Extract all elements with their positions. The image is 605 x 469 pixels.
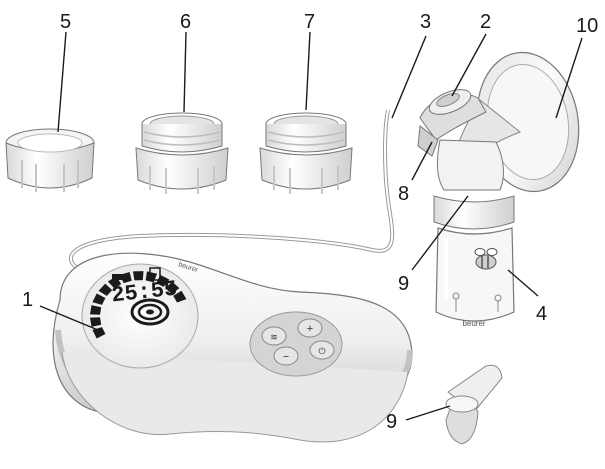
svg-text:−: − (283, 351, 289, 363)
pump-base-unit (53, 253, 412, 442)
plus-button[interactable]: + (298, 319, 322, 337)
callout-3: 3 (420, 11, 431, 33)
callout-10: 10 (576, 15, 598, 37)
callout-7: 7 (304, 11, 315, 33)
button-pad: ≋ + − ⏻ (250, 312, 342, 376)
leader-7 (306, 32, 310, 110)
milk-bottle: beurer (434, 196, 514, 328)
leader-6 (184, 32, 186, 112)
svg-text:+: + (307, 323, 313, 335)
callout-9-assembly: 9 (398, 273, 409, 295)
callout-9-valve: 9 (386, 411, 397, 433)
svg-text:⏻: ⏻ (318, 346, 325, 356)
leader-5 (58, 32, 66, 132)
screw-ring (136, 113, 228, 194)
sealing-cap (6, 129, 94, 192)
adapter-ring (260, 113, 352, 194)
callout-1: 1 (22, 289, 33, 311)
lcd-segment (133, 271, 144, 280)
callout-2: 2 (480, 11, 491, 33)
callout-4: 4 (536, 303, 547, 325)
leader-3 (392, 36, 426, 118)
svg-text:≋: ≋ (270, 332, 278, 342)
leader-9b (406, 406, 450, 420)
callout-8: 8 (398, 183, 409, 205)
battery-icon (112, 274, 124, 280)
leader-2 (452, 34, 486, 96)
spare-valve (446, 365, 502, 444)
bottle-brand: beurer (462, 319, 485, 328)
mode-button[interactable]: ≋ (262, 327, 286, 345)
power-button[interactable]: ⏻ (310, 341, 334, 359)
minus-button[interactable]: − (274, 347, 298, 365)
callout-6: 6 (180, 11, 191, 33)
callout-5: 5 (60, 11, 71, 33)
